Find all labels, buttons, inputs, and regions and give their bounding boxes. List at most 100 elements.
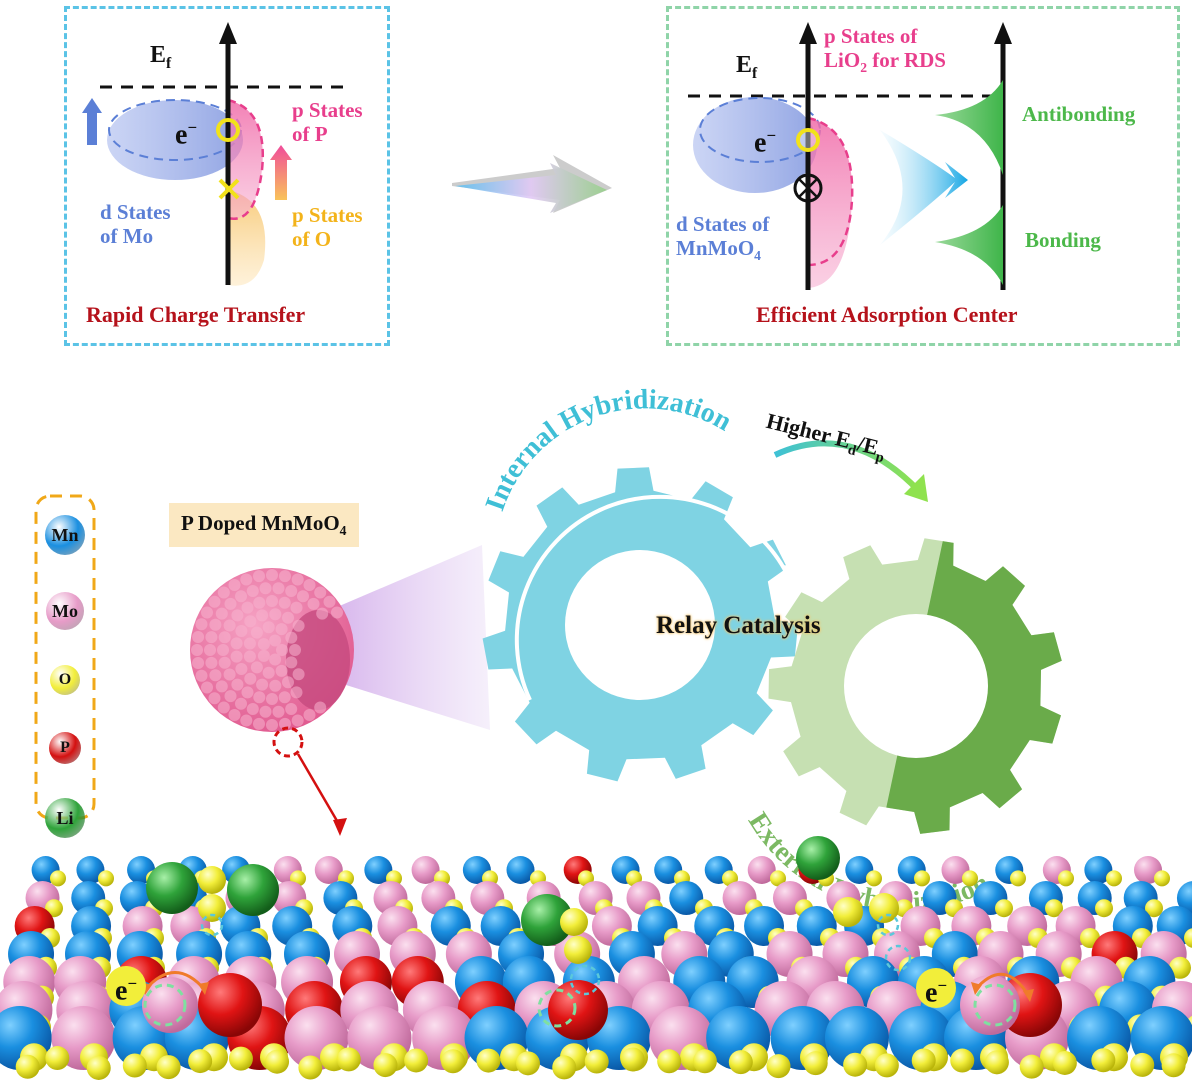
legend-atom-o: O	[50, 665, 80, 695]
surface-electron-right: e−	[916, 968, 956, 1008]
surface-atom-o	[476, 1048, 501, 1073]
left-dos-diagram	[82, 22, 350, 286]
surface-atom-o	[265, 1049, 290, 1074]
material-badge: P Doped MnMoO4	[169, 503, 359, 548]
adsorption-site-circle	[200, 913, 224, 937]
surface-atom-o	[728, 1050, 753, 1075]
surface-atom-p	[548, 980, 608, 1040]
catalyst-surface	[0, 836, 1192, 1080]
surface-atom-o	[1010, 870, 1026, 887]
surface-atom-o	[336, 1047, 361, 1072]
rapid-charge-transfer-panel	[64, 6, 390, 346]
legend-atom-label: O	[58, 671, 72, 688]
surface-atom	[747, 856, 776, 884]
internal-hybridization-gear	[482, 467, 798, 782]
surface-atom-o	[156, 1055, 181, 1080]
bonding-label: Bonding	[1025, 228, 1101, 252]
surface-atom-o	[911, 1048, 936, 1073]
surface-atom-o	[1052, 1050, 1077, 1075]
active-site-circle	[143, 983, 187, 1027]
surface-atom-o	[1169, 956, 1191, 979]
surface-atom-o	[950, 1048, 975, 1073]
surface-atom	[364, 856, 393, 884]
antibonding-peak	[935, 80, 1003, 175]
surface-atom-mo	[960, 975, 1020, 1035]
surface-overlays	[141, 913, 1034, 1028]
surface-atom-o	[515, 1051, 540, 1076]
surface-atom-o	[228, 1046, 253, 1071]
d-states-disc-left	[107, 100, 243, 180]
surface-atom-p	[198, 973, 262, 1037]
electron-label-left: e−	[175, 118, 197, 151]
adsorption-site-circle	[884, 944, 912, 972]
efficient-adsorption-panel	[666, 6, 1180, 346]
adsorbed-li	[146, 862, 198, 914]
surface-atom	[1084, 856, 1113, 884]
surface-atom-o	[98, 870, 114, 887]
antibonding-label: Antibonding	[1022, 102, 1136, 126]
adsorbed-li	[227, 864, 279, 916]
fermi-label-left: Ef	[150, 42, 172, 72]
surface-atom-o	[766, 1054, 791, 1079]
surface-atom	[506, 856, 535, 884]
surface-atom	[314, 856, 343, 884]
nanosphere	[190, 568, 354, 732]
legend-atom-label: Mn	[51, 524, 79, 545]
surface-atom-o	[1058, 870, 1074, 887]
surface-atom-o	[50, 870, 66, 887]
adsorbed-li	[521, 894, 573, 946]
rapid-charge-transfer-title: Rapid Charge Transfer	[86, 302, 306, 327]
legend-atom-li: Li	[45, 798, 85, 838]
blocked-transfer-icon	[793, 173, 823, 203]
electron-transfer-arrow-left	[143, 971, 207, 991]
fermi-label-right: Ef	[736, 52, 758, 82]
surface-atom-o	[1161, 1053, 1186, 1078]
surface-atom-mo	[142, 977, 198, 1033]
surface-atom-o	[770, 870, 786, 887]
up-arrow-gradient-icon	[270, 145, 292, 200]
legend-atom-label: Li	[56, 807, 74, 828]
surface-atom-o	[1184, 928, 1192, 948]
higher-ed-ep-arrow	[773, 440, 921, 493]
zoom-cone	[330, 545, 490, 730]
surface-atom-o	[15, 1054, 40, 1079]
adsorbed-o	[198, 894, 226, 922]
legend-atom-label: P	[60, 739, 70, 756]
surface-atom-o	[1145, 899, 1163, 918]
up-arrow-blue-icon	[82, 98, 102, 145]
adsorbed-o	[198, 866, 226, 894]
magnify-circle	[272, 726, 304, 758]
p-states-p-lobe	[228, 100, 263, 219]
adsorbed-o	[869, 893, 899, 923]
bonding-peak	[935, 205, 1003, 285]
legend-atom-mo: Mo	[46, 592, 84, 630]
efficient-adsorption-title: Efficient Adsorption Center	[756, 302, 1018, 327]
adsorbed-o	[833, 897, 863, 927]
electron-cycle-icon	[216, 118, 240, 142]
surface-atom-o	[298, 1055, 323, 1080]
adsorption-site-circle	[569, 964, 601, 996]
legend-atom-label: Mo	[52, 600, 78, 621]
magnify-pointer-line	[296, 753, 342, 827]
surface-atom-o	[373, 1053, 398, 1078]
surface-atom-o	[584, 1049, 609, 1074]
surface-atom-o	[803, 1051, 828, 1076]
surface-atom-o	[404, 1048, 429, 1073]
surface-atom-o	[440, 1049, 465, 1074]
external-hybridization-gear	[768, 538, 1062, 834]
surface-atom-o	[914, 870, 930, 887]
surface-atom-o	[692, 1049, 717, 1074]
surface-atom-o	[1045, 899, 1063, 918]
d-states-disc-right	[693, 97, 817, 193]
surface-atom-o	[122, 1053, 147, 1078]
legend-atom-mn: Mn	[45, 515, 85, 555]
surface-atom-o	[1130, 1052, 1155, 1077]
axis-arrowhead-icon	[219, 22, 237, 44]
surface-electron-left: e−	[106, 966, 146, 1006]
adsorbed-li	[796, 836, 840, 880]
